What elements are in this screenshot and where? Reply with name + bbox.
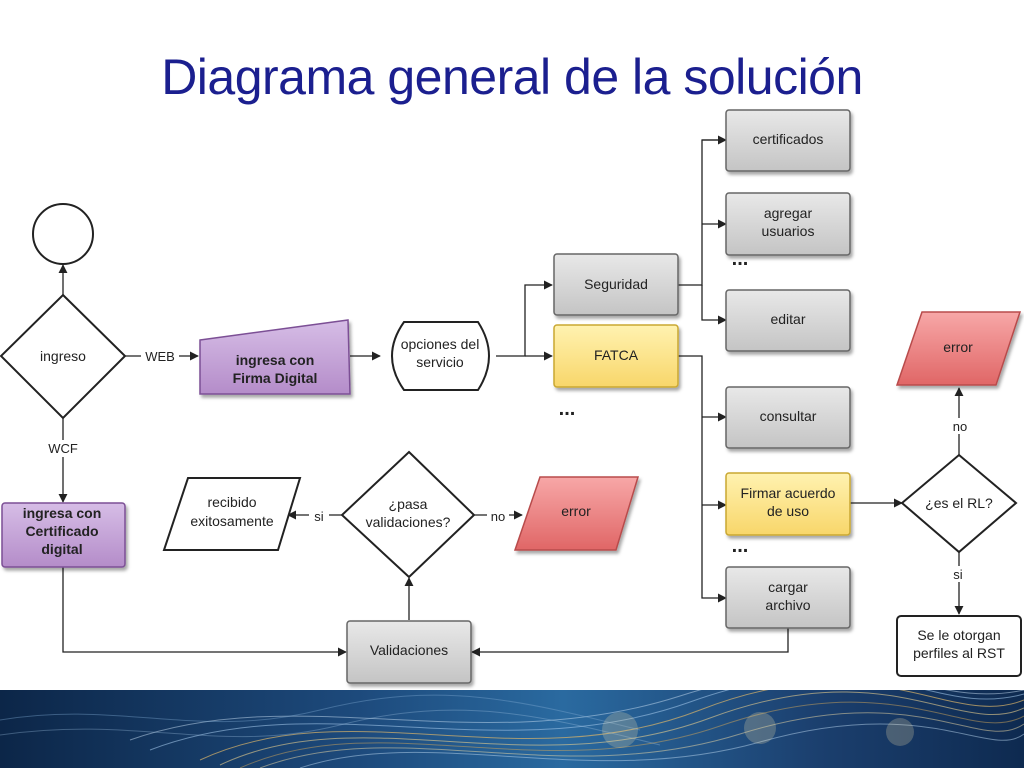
- edge-fatca-children: [678, 355, 727, 603]
- certificados-label: certificados: [753, 131, 824, 147]
- ellipsis-fatca-children: ...: [732, 535, 749, 557]
- firma-digital-node: ingresa con Firma Digital: [199, 319, 351, 395]
- firmar-acuerdo-node: Firmar acuerdo de uso: [725, 472, 851, 536]
- ingreso-label: ingreso: [40, 348, 86, 364]
- ellipsis-seguridad: ...: [732, 248, 749, 270]
- otorgan-perfiles-node: Se le otorgan perfiles al RST: [896, 615, 1022, 677]
- ingreso-decision: ingreso: [0, 293, 127, 420]
- edge-label-no-right: no: [953, 419, 967, 434]
- edge-seguridad-children: [678, 139, 726, 286]
- pasa-label-2: validaciones?: [366, 514, 451, 530]
- validaciones-label: Validaciones: [370, 642, 448, 658]
- cert-label-3: digital: [41, 541, 82, 557]
- recibido-node: recibido exitosamente: [162, 477, 302, 551]
- edge-labels: WEB WCF si no no si: [44, 348, 972, 582]
- otorgan-label-1: Se le otorgan: [917, 627, 1000, 643]
- validaciones-node: Validaciones: [346, 620, 472, 684]
- connectors: [58, 135, 964, 657]
- edge-label-no-mid: no: [491, 509, 505, 524]
- banknote-waves-decoration: [0, 690, 1024, 768]
- certificado-digital-node: ingresa con Certificado digital: [1, 502, 126, 568]
- agregar-label-1: agregar: [764, 205, 813, 221]
- es-rl-label: ¿es el RL?: [925, 495, 993, 511]
- edge-label-web: WEB: [145, 349, 175, 364]
- otorgan-label-2: perfiles al RST: [913, 645, 1005, 661]
- es-rl-decision: ¿es el RL?: [900, 453, 1018, 554]
- edge-cert-validaciones: [62, 567, 347, 657]
- cargar-archivo-node: cargar archivo: [725, 566, 851, 629]
- fatca-label: FATCA: [594, 347, 639, 363]
- error-top-node: error: [895, 311, 1022, 386]
- edge-label-si-left: si: [314, 509, 324, 524]
- firma-digital-label-2: Firma Digital: [233, 370, 318, 386]
- error-top-label: error: [943, 339, 973, 355]
- cargar-label-1: cargar: [768, 579, 808, 595]
- consultar-node: consultar: [725, 386, 851, 449]
- opciones-label-2: servicio: [416, 354, 464, 370]
- edge-to-editar: [701, 285, 727, 325]
- cargar-label-2: archivo: [765, 597, 810, 613]
- slide-title: Diagrama general de la solución: [161, 49, 863, 105]
- consultar-label: consultar: [760, 408, 817, 424]
- footer-banknote-band: [0, 690, 1024, 768]
- opciones-label-1: opciones del: [401, 336, 480, 352]
- firma-digital-label-1: ingresa con: [236, 352, 315, 368]
- fatca-node: FATCA: [553, 324, 679, 388]
- recibido-label-2: exitosamente: [190, 513, 273, 529]
- cert-label-2: Certificado: [25, 523, 98, 539]
- edge-opciones-seguridad: [496, 280, 553, 357]
- start-circle: [32, 203, 94, 265]
- editar-node: editar: [725, 289, 851, 352]
- opciones-servicio-node: opciones del servicio: [391, 321, 490, 391]
- edge-label-wcf: WCF: [48, 441, 78, 456]
- error-mid-label: error: [561, 503, 591, 519]
- agregar-label-2: usuarios: [762, 223, 815, 239]
- recibido-label-1: recibido: [207, 494, 256, 510]
- pasa-label-1: ¿pasa: [389, 496, 428, 512]
- error-mid-node: error: [513, 476, 640, 551]
- pasa-validaciones-decision: ¿pasa validaciones?: [340, 450, 476, 579]
- ellipsis-fatca: ...: [559, 398, 576, 420]
- edge-cargar-validaciones: [471, 628, 789, 657]
- edge-label-si-right: si: [953, 567, 963, 582]
- firmar-label-1: Firmar acuerdo: [741, 485, 836, 501]
- certificados-node: certificados: [725, 109, 851, 172]
- seguridad-label: Seguridad: [584, 276, 648, 292]
- agregar-usuarios-node: agregar usuarios: [725, 192, 851, 256]
- editar-label: editar: [770, 311, 805, 327]
- seguridad-node: Seguridad: [553, 253, 679, 316]
- cert-label-1: ingresa con: [23, 505, 102, 521]
- firmar-label-2: de uso: [767, 503, 809, 519]
